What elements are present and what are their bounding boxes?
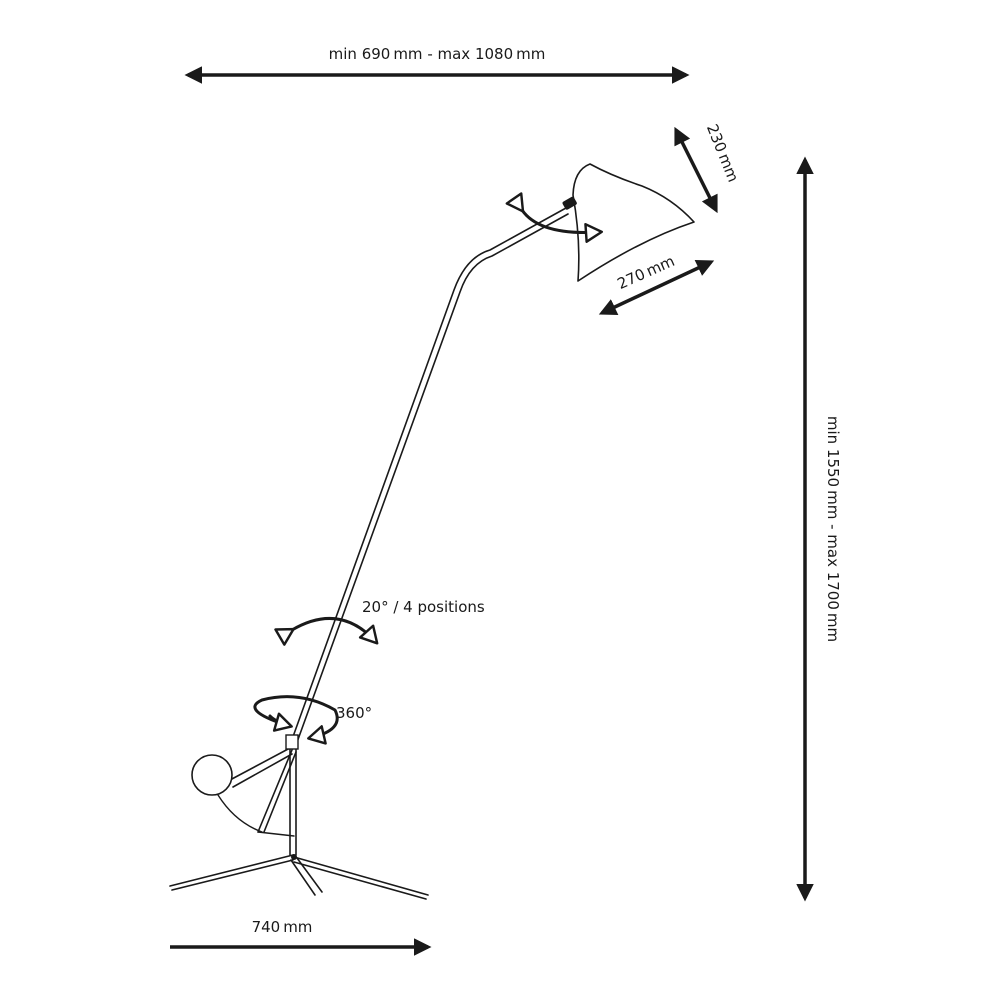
tilt-label: 20° / 4 positions: [362, 598, 485, 616]
base-width-label: 740 mm: [252, 918, 313, 936]
arm-reach-label: min 690 mm - max 1080 mm: [329, 45, 546, 63]
tripod-base: [169, 854, 429, 900]
counterweight: [191, 747, 297, 837]
total-height-dimension: min 1550 mm - max 1700 mm: [796, 156, 842, 902]
arm-reach-dimension: min 690 mm - max 1080 mm: [184, 45, 690, 84]
lamp-shade: [572, 163, 695, 282]
total-height-label: min 1550 mm - max 1700 mm: [824, 416, 842, 642]
counterweight-ball: [191, 754, 233, 796]
shade-rotation-arrow: [505, 192, 603, 243]
shade-height-dimension: 230 mm: [674, 122, 742, 214]
tilt-arrow: [274, 617, 379, 646]
rotation-label: 360°: [336, 704, 372, 722]
lamp-illustration: 20° / 4 positions 360°: [169, 163, 695, 900]
shade-width-dimension: 270 mm: [598, 252, 715, 315]
lamp-arm: [289, 207, 567, 746]
shade-height-label: 230 mm: [703, 122, 742, 185]
rotation-arrow: [253, 695, 339, 745]
base-width-dimension: 740 mm: [170, 918, 432, 956]
stem-joint: [285, 734, 299, 750]
shade-width-label: 270 mm: [615, 252, 678, 293]
